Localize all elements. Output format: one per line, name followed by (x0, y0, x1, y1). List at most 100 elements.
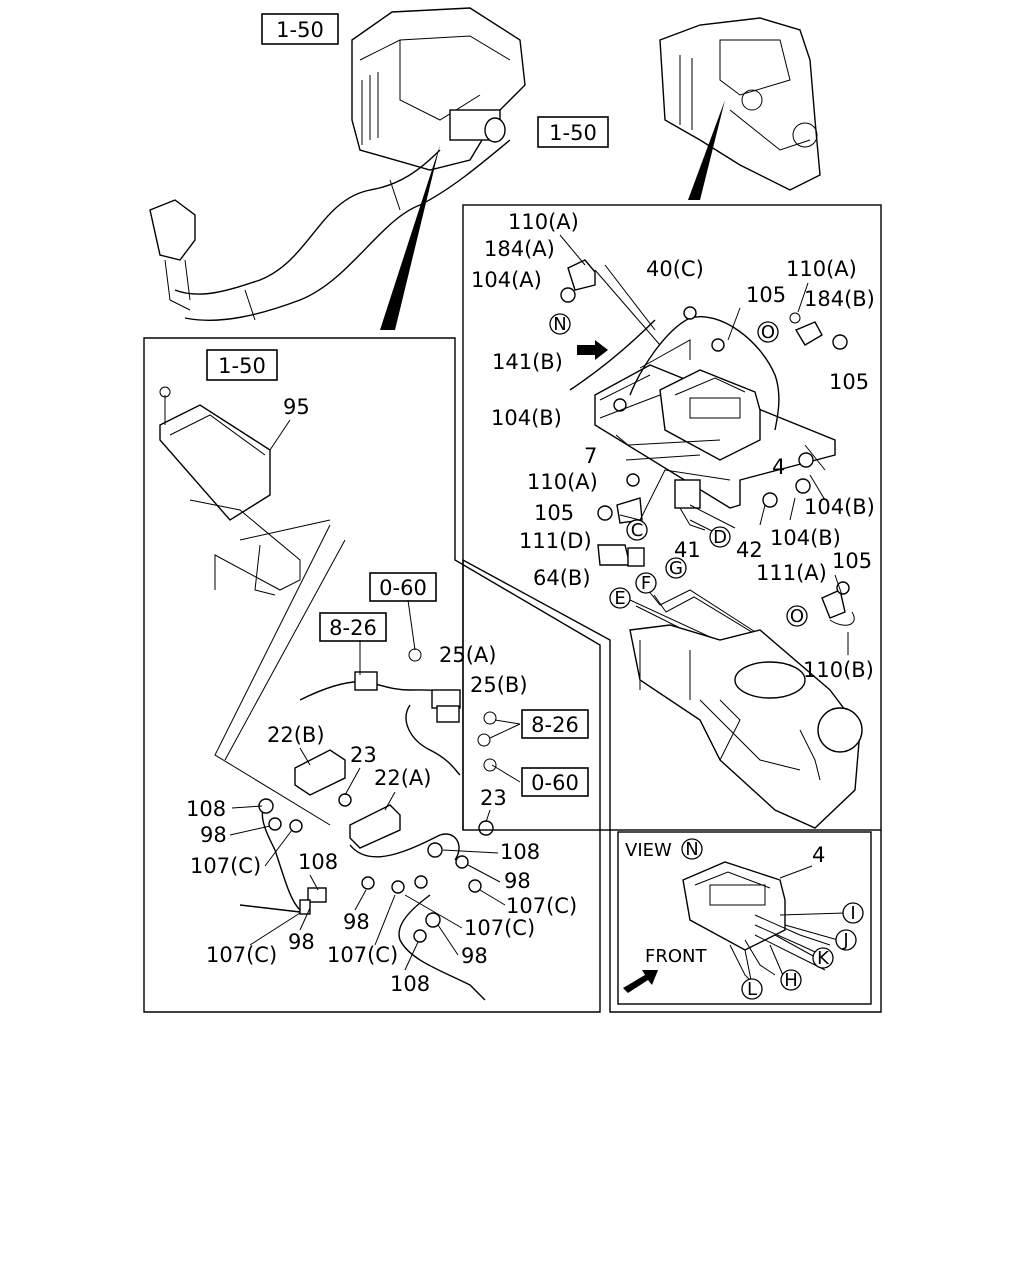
part-label-98-e: 98 (288, 930, 315, 954)
part-label-40c: 40(C) (646, 257, 704, 281)
ref-label: 8-26 (329, 616, 377, 640)
right-panel-part-labels: 110(A) 184(A) 104(A) 40(C) 105 110(A) 18… (471, 210, 875, 682)
view-n-frame (617, 831, 872, 1005)
svg-text:F: F (641, 573, 651, 594)
ref-label: 1-50 (549, 121, 597, 145)
part-label-98-a: 98 (200, 823, 227, 847)
part-label-98-d: 98 (461, 944, 488, 968)
top-assembly-illustration (149, 7, 526, 330)
part-label-141b: 141(B) (492, 350, 563, 374)
part-label-110a-a: 110(A) (508, 210, 579, 234)
svg-text:N: N (553, 314, 566, 335)
svg-text:C: C (631, 520, 644, 541)
part-label-64b: 64(B) (533, 566, 591, 590)
ref-box-0-60-b: 0-60 (521, 767, 589, 797)
part-label-7: 7 (584, 444, 597, 468)
svg-text:G: G (669, 558, 683, 579)
circle-letter-f: F (635, 572, 657, 594)
part-label-42: 42 (736, 538, 763, 562)
part-label-110b: 110(B) (803, 658, 874, 682)
svg-text:K: K (817, 948, 830, 969)
part-label-184a: 184(A) (484, 237, 555, 261)
ref-box-8-26-a: 8-26 (319, 612, 387, 642)
svg-text:J: J (842, 930, 848, 951)
view-n-illustration (623, 861, 846, 993)
svg-text:I: I (850, 903, 855, 924)
ref-label: 0-60 (531, 771, 579, 795)
ref-label: 8-26 (531, 713, 579, 737)
part-label-25a: 25(A) (439, 643, 496, 667)
part-label-108-d: 108 (390, 972, 430, 996)
circle-letter-n-2: N (681, 838, 703, 860)
circle-letter-l: L (741, 978, 763, 1000)
svg-text:O: O (761, 322, 775, 343)
left-panel-illustrations (159, 386, 497, 1001)
svg-text:E: E (614, 588, 625, 609)
view-n-labels: VIEW 4 FRONT (625, 840, 825, 967)
ref-box-8-26-b: 8-26 (521, 709, 589, 739)
circle-letter-e: E (609, 587, 631, 609)
svg-text:D: D (713, 527, 727, 548)
ref-box-top-left: 1-50 (261, 13, 339, 45)
ref-box-top-mid: 1-50 (537, 116, 609, 148)
part-label-107c-b: 107(C) (506, 894, 577, 918)
circle-letter-o-1: O (757, 321, 779, 343)
part-label-108-a: 108 (186, 797, 226, 821)
circle-letter-o-2: O (786, 605, 808, 627)
part-label-104b-c: 104(B) (770, 526, 841, 550)
left-panel-frame (143, 337, 601, 1013)
part-label-107c-c: 107(C) (464, 916, 535, 940)
part-label-105-a: 105 (746, 283, 786, 307)
circle-letter-d: D (709, 526, 731, 548)
engine-illustration (659, 17, 821, 200)
part-label-104a: 104(A) (471, 268, 542, 292)
circle-letter-n-1: N (549, 313, 571, 335)
circle-letter-g: G (665, 557, 687, 579)
part-label-108-c: 108 (500, 840, 540, 864)
circle-letter-i: I (842, 902, 864, 924)
part-label-108-b: 108 (298, 850, 338, 874)
part-label-104b-a: 104(B) (491, 406, 562, 430)
left-panel-part-labels: 95 25(A) 25(B) 22(B) 23 22(A) 23 108 98 … (186, 395, 577, 996)
part-label-110a-c: 110(A) (527, 470, 598, 494)
part-label-105-b: 105 (829, 370, 869, 394)
part-label-107c-e: 107(C) (327, 943, 398, 967)
part-label-22b: 22(B) (267, 723, 325, 747)
ref-box-left-panel: 1-50 (206, 349, 278, 381)
circle-letter-h: H (780, 969, 802, 991)
part-label-23-a: 23 (350, 743, 377, 767)
part-label-98-b: 98 (504, 869, 531, 893)
part-label-95: 95 (283, 395, 310, 419)
right-panel-frame (462, 204, 882, 831)
part-label-98-c: 98 (343, 910, 370, 934)
front-label: FRONT (645, 946, 707, 967)
circled-letters: N O C D F G E O N I J K H L (549, 313, 864, 1000)
part-label-4: 4 (772, 455, 785, 479)
ref-label: 1-50 (218, 354, 266, 378)
right-panel-illustrations (559, 234, 863, 829)
svg-text:H: H (784, 970, 798, 991)
ref-box-0-60-a: 0-60 (369, 572, 437, 602)
part-label-105-d: 105 (832, 549, 872, 573)
part-label-110a-b: 110(A) (786, 257, 857, 281)
part-label-104b-b: 104(B) (804, 495, 875, 519)
part-label-111d: 111(D) (519, 529, 592, 553)
part-label-107c-d: 107(C) (206, 943, 277, 967)
circle-letter-k: K (812, 947, 834, 969)
part-label-107c-a: 107(C) (190, 854, 261, 878)
part-label-25b: 25(B) (470, 673, 528, 697)
circle-letter-c: C (626, 519, 648, 541)
circle-letter-j: J (835, 929, 857, 951)
view-label: VIEW (625, 840, 672, 861)
ref-label: 1-50 (276, 18, 324, 42)
part-label-23-b: 23 (480, 786, 507, 810)
right-panel-frame-extension (462, 558, 882, 1013)
svg-text:L: L (747, 979, 757, 1000)
part-label-184b: 184(B) (804, 287, 875, 311)
svg-text:N: N (685, 839, 698, 860)
ref-label: 0-60 (379, 576, 427, 600)
svg-text:O: O (790, 606, 804, 627)
part-label-22a: 22(A) (374, 766, 431, 790)
part-label-105-c: 105 (534, 501, 574, 525)
